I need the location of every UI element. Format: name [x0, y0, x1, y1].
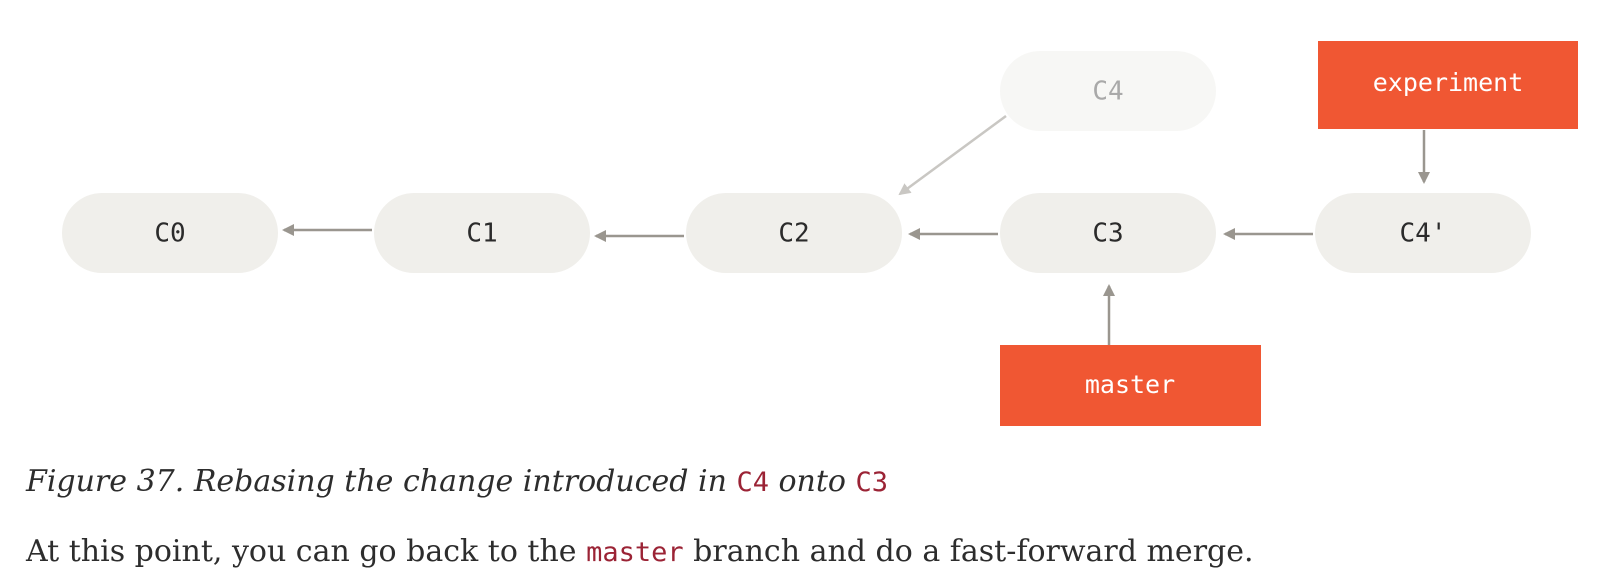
branch-master: master: [1000, 345, 1261, 426]
commit-c2: C2: [686, 193, 902, 273]
commit-c1-label: C1: [466, 219, 497, 249]
commit-c4-rebased-label: C4': [1400, 219, 1447, 249]
commit-c3-label: C3: [1092, 219, 1123, 249]
body-prefix: At this point, you can go back to the: [26, 534, 587, 568]
branch-experiment: experiment: [1318, 41, 1578, 129]
commit-c0-label: C0: [154, 219, 185, 249]
commit-c4-original-label: C4: [1092, 77, 1123, 107]
commit-c4-original: C4: [1000, 51, 1216, 131]
body-suffix: branch and do a fast-forward merge.: [683, 534, 1254, 568]
caption-code-c4: C4: [736, 467, 769, 498]
body-paragraph: At this point, you can go back to the ma…: [26, 534, 1254, 568]
figure-caption: Figure 37. Rebasing the change introduce…: [26, 464, 888, 499]
rebase-diagram: C0 C1 C2 C3 C4' C4 experiment mas: [62, 41, 1578, 426]
commit-c3: C3: [1000, 193, 1216, 273]
caption-middle: onto: [768, 464, 856, 499]
branch-master-label: master: [1085, 370, 1175, 399]
caption-code-c3: C3: [855, 467, 889, 498]
branch-experiment-label: experiment: [1373, 68, 1524, 97]
arrow-c4-to-c2: [898, 114, 1007, 196]
commit-c0: C0: [62, 193, 278, 273]
body-code-master: master: [586, 537, 684, 568]
commit-c1: C1: [374, 193, 590, 273]
commit-c2-label: C2: [778, 219, 809, 249]
caption-prefix: Figure 37. Rebasing the change introduce…: [26, 464, 737, 499]
commit-c4-rebased: C4': [1315, 193, 1531, 273]
